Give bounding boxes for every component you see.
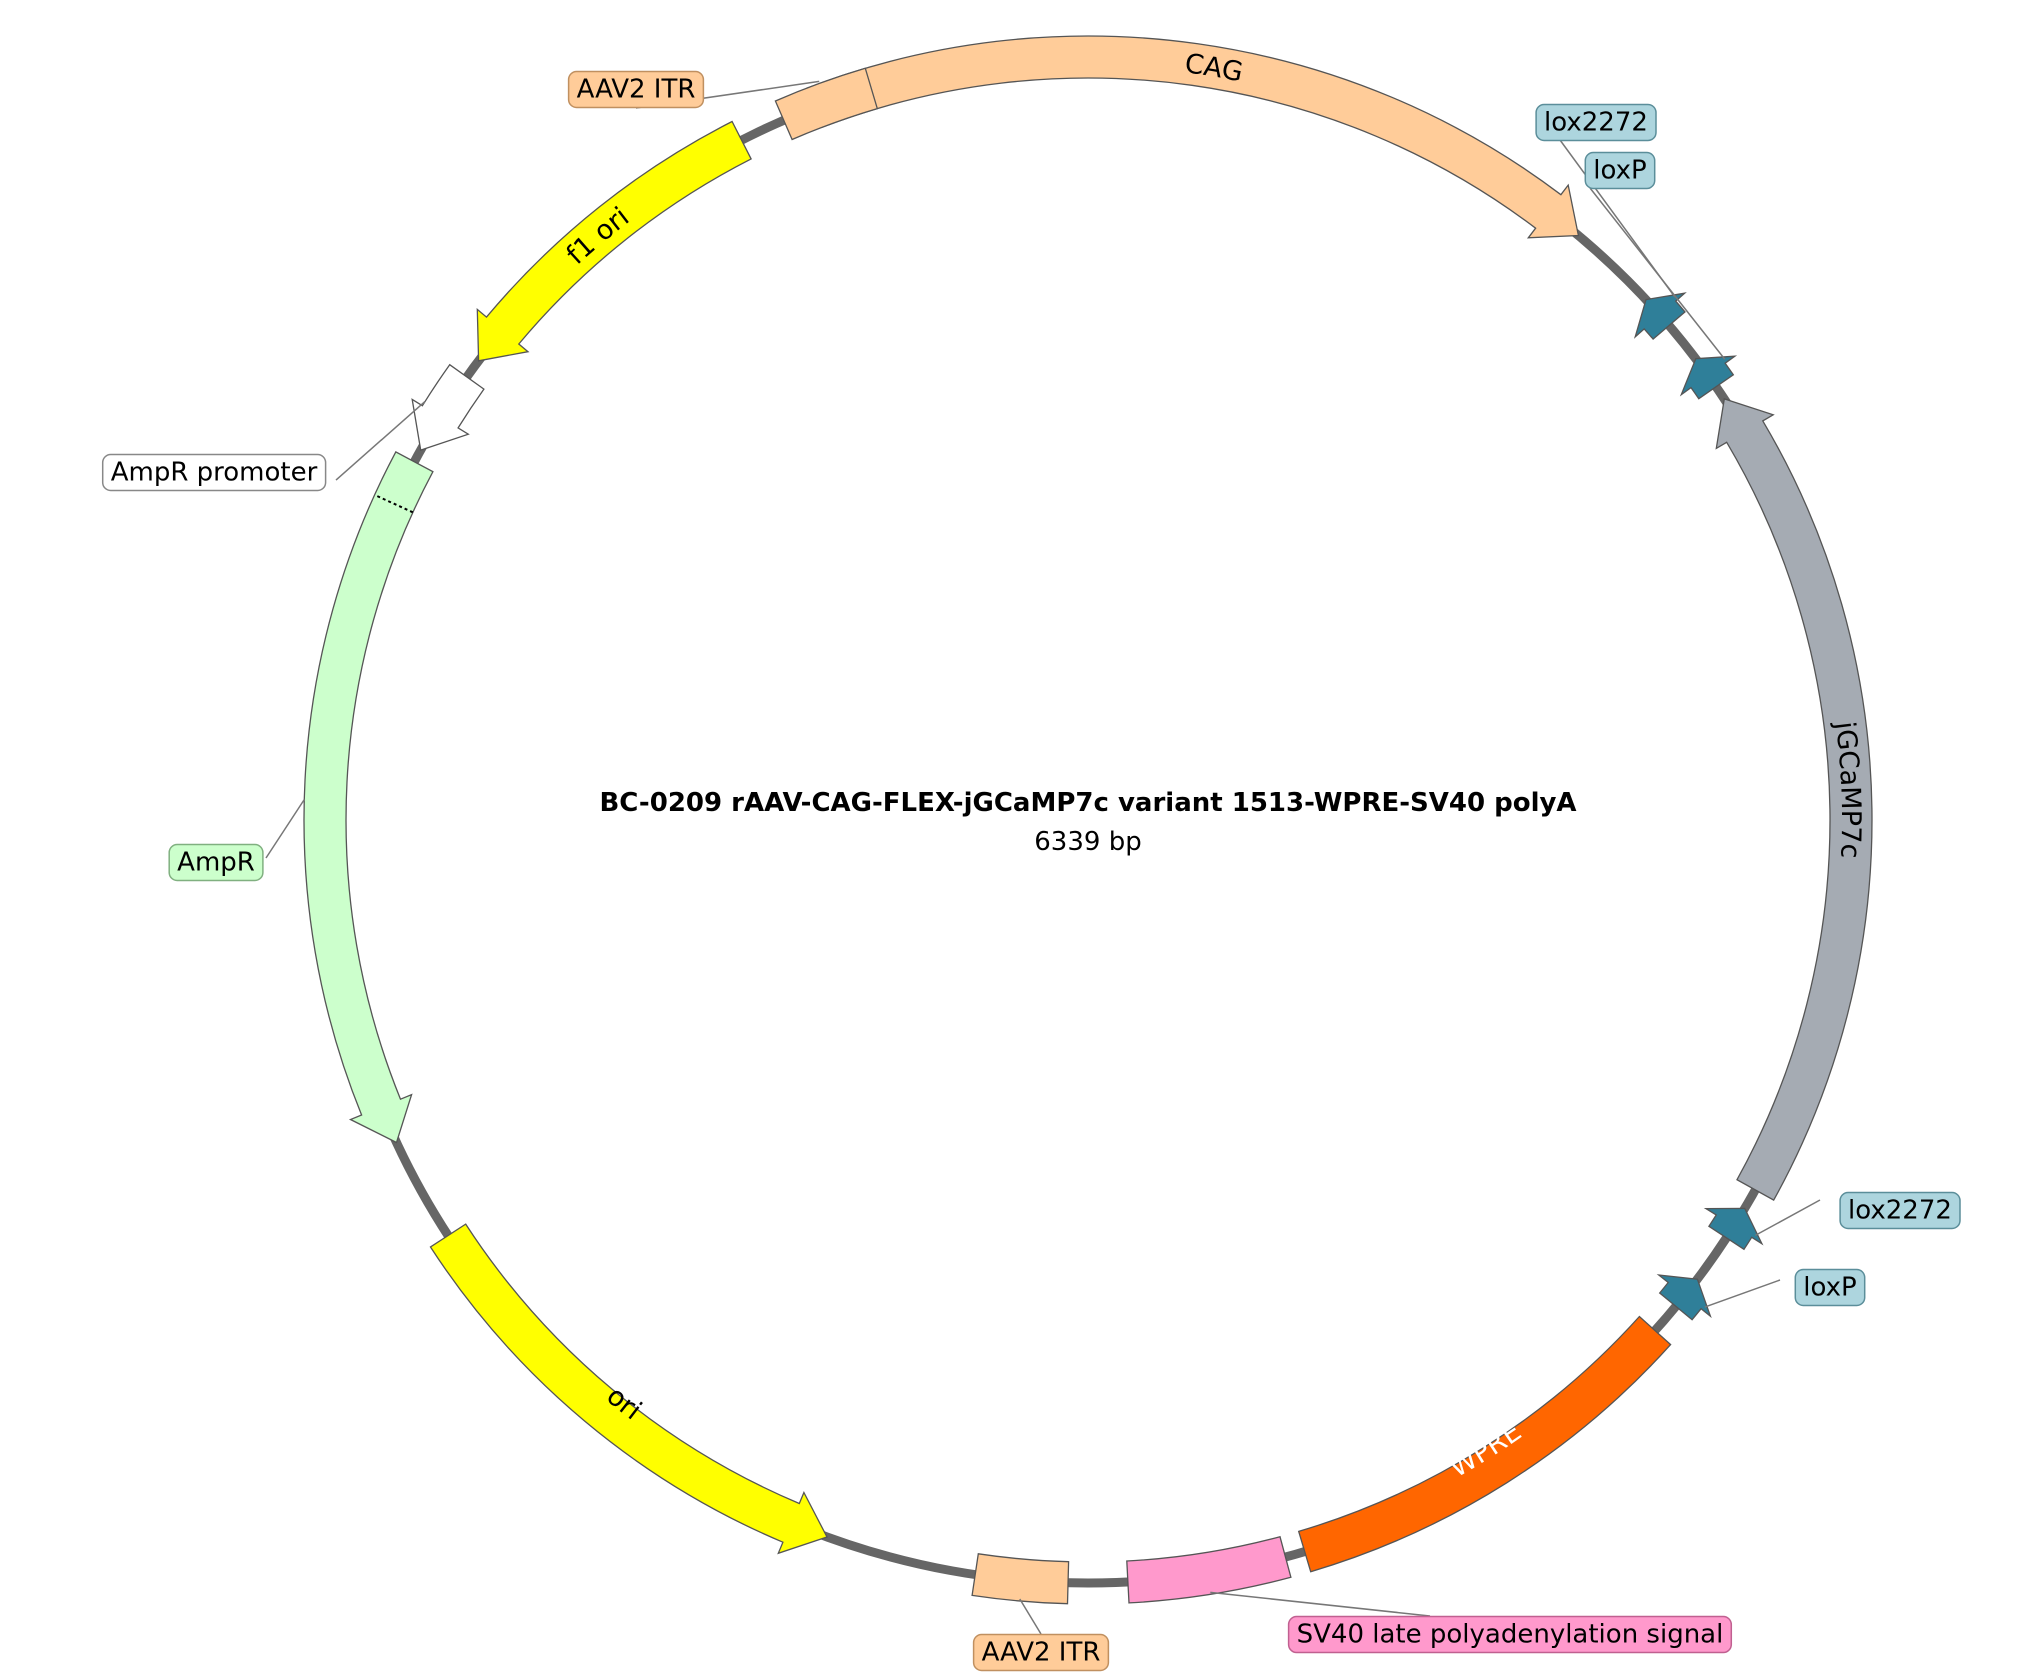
label-guide-wpre <box>1302 1325 1648 1544</box>
callout-box-sv40-polya <box>1287 1615 1733 1654</box>
ampr-signal-divider <box>374 493 414 514</box>
feature-f1-ori[interactable] <box>476 120 752 362</box>
callout-label-ampr-promoter: AmpR promoter <box>111 458 318 488</box>
callout-line-loxp-top <box>1589 187 1726 360</box>
feature-cag[interactable] <box>806 35 1580 239</box>
plasmid-size: 6339 bp <box>1034 827 1141 857</box>
callout-box-lox2272-top <box>1535 103 1657 142</box>
plasmid-title: BC-0209 rAAV-CAG-FLEX-jGCaMP7c variant 1… <box>599 788 1576 818</box>
feature-ampr[interactable] <box>303 451 434 1144</box>
feature-lox2272-bottom[interactable] <box>1703 1207 1764 1251</box>
feature-loxp-top[interactable] <box>1679 355 1738 400</box>
callout-line-sv40-polya <box>1210 1591 1431 1617</box>
feature-jgcamp7c[interactable] <box>1715 398 1873 1201</box>
label-guide-ori <box>456 1231 830 1529</box>
callout-line-loxp-bottom <box>1704 1279 1781 1308</box>
callout-label-loxp-top: loxP <box>1593 156 1646 186</box>
labels-layer: CAGlox2272loxPjGCaMP7clox2272loxPWPRESV4… <box>101 48 1961 1672</box>
callout-box-loxp-top <box>1584 151 1656 190</box>
callout-line-aav2-itr-bottom <box>1019 1598 1042 1635</box>
callout-line-ampr <box>265 799 305 859</box>
callout-label-lox2272-top: lox2272 <box>1544 108 1648 138</box>
callout-line-lox2272-bottom <box>1754 1199 1821 1237</box>
callout-line-ampr-promoter <box>335 401 426 481</box>
callout-label-aav2-itr-top: AAV2 ITR <box>577 75 696 105</box>
feature-aav2-itr-bottom[interactable] <box>971 1553 1070 1605</box>
callout-box-lox2272-bottom <box>1839 1191 1961 1230</box>
feature-ampr-promoter[interactable] <box>411 363 485 451</box>
callout-label-aav2-itr-bottom: AAV2 ITR <box>982 1638 1101 1668</box>
feature-label-jgcamp7c: jGCaMP7c <box>1829 719 1866 859</box>
feature-wpre[interactable] <box>1297 1315 1672 1573</box>
feature-lox2272-top[interactable] <box>1633 292 1687 341</box>
callout-label-loxp-bottom: loxP <box>1803 1273 1856 1303</box>
callout-box-ampr <box>168 843 264 882</box>
callout-label-ampr: AmpR <box>177 848 255 878</box>
features-layer <box>303 35 1873 1605</box>
callout-box-loxp-bottom <box>1794 1268 1866 1307</box>
callout-box-aav2-itr-top <box>567 70 705 109</box>
callout-label-sv40-polya: SV40 late polyadenylation signal <box>1297 1620 1724 1650</box>
feature-ori[interactable] <box>429 1223 828 1555</box>
callout-label-lox2272-bottom: lox2272 <box>1848 1196 1952 1226</box>
feature-loxp-bottom[interactable] <box>1656 1274 1712 1321</box>
feature-aav2-itr-top[interactable] <box>774 67 879 141</box>
callout-box-aav2-itr-bottom <box>972 1633 1110 1672</box>
feature-sv40-polya[interactable] <box>1126 1535 1292 1604</box>
callout-box-ampr-promoter <box>101 453 327 492</box>
feature-label-path-jgcamp7c: jGCaMP7c <box>1829 719 1866 859</box>
